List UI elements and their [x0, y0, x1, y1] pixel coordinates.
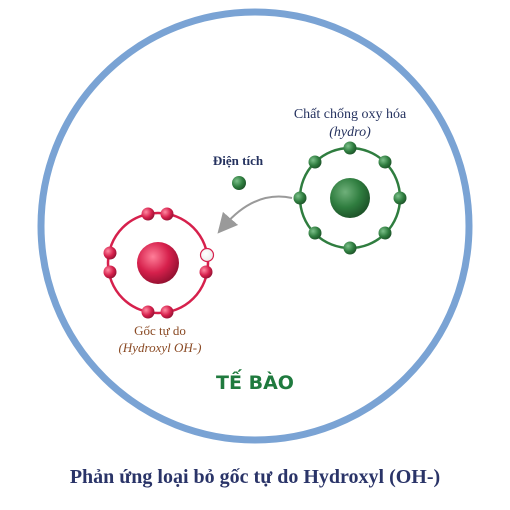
radical-electron: [160, 305, 174, 319]
antioxidant-electron: [308, 226, 322, 240]
antioxidant-electron: [378, 226, 392, 240]
radical-electron: [199, 265, 213, 279]
radical-electron: [103, 246, 117, 260]
antioxidant-subtitle: (hydro): [329, 125, 371, 140]
radical-electrons: [103, 207, 215, 319]
electron-label: Điện tích: [212, 153, 264, 168]
antioxidant-label: Chất chống oxy hóa (hydro): [280, 106, 420, 142]
antioxidant-title: Chất chống oxy hóa: [293, 107, 407, 122]
transfer-arrow: [217, 195, 293, 234]
cell-label: TẾ BÀO: [216, 372, 294, 394]
radical-nucleus: [137, 242, 179, 284]
free-radical-label: Gốc tự do (Hydroxyl OH-): [100, 322, 220, 356]
antioxidant-electrons: [293, 141, 407, 255]
antioxidant-electron: [343, 241, 357, 255]
antioxidant-nucleus: [330, 178, 370, 218]
antioxidant-electron: [293, 191, 307, 205]
antioxidant-atom: [293, 141, 407, 255]
free-electron: [232, 176, 246, 190]
cell-membrane: [37, 8, 473, 444]
radical-electron: [141, 207, 155, 221]
radical-title: Gốc tự do: [134, 323, 186, 338]
diagram-caption: Phản ứng loại bỏ gốc tự do Hydroxyl (OH-…: [69, 466, 441, 488]
radical-orbit: [106, 211, 210, 315]
missing-electron-slot: [199, 247, 215, 263]
free-radical-atom: [103, 207, 215, 319]
radical-electron: [160, 207, 174, 221]
antioxidant-electron: [378, 155, 392, 169]
antioxidant-electron: [343, 141, 357, 155]
radical-electron: [103, 265, 117, 279]
radical-subtitle: (Hydroxyl OH-): [118, 340, 202, 355]
antioxidant-electron: [308, 155, 322, 169]
radical-electron: [141, 305, 155, 319]
antioxidant-electron: [393, 191, 407, 205]
